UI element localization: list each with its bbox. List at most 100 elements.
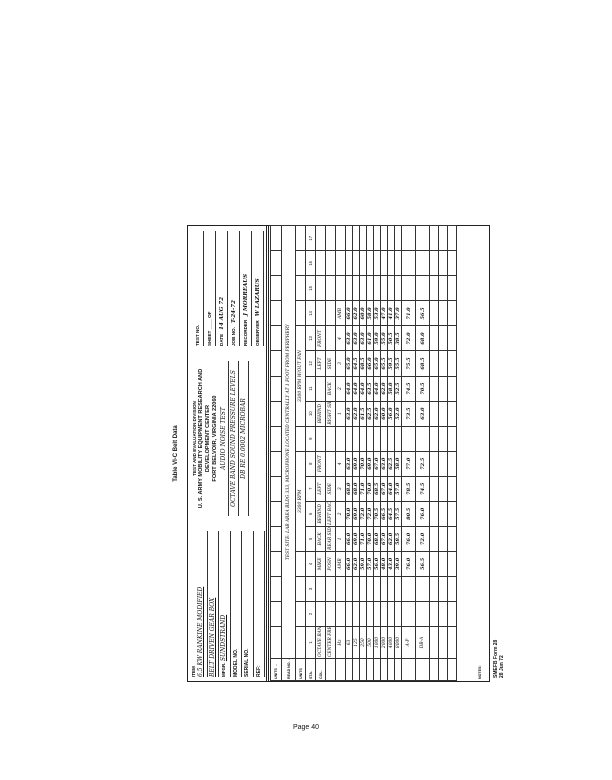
sound-level-value (366, 275, 374, 301)
sound-level-value: 69.0 (352, 451, 360, 477)
column-header: 4 (335, 325, 346, 351)
sound-level-value: 52.0 (394, 401, 402, 427)
sound-level-value: 66.0 (345, 551, 353, 577)
sound-level-value: 53.0 (373, 300, 381, 326)
sound-level-value: 63.0 (345, 401, 353, 427)
sound-level-value (387, 576, 395, 602)
sound-level-value: 64.0 (359, 376, 367, 402)
column-header (325, 275, 336, 301)
table-cell (447, 350, 457, 377)
sound-level-value: 69.0 (366, 451, 374, 477)
sound-level-value (394, 250, 402, 276)
sound-level-value: 62.5 (366, 401, 374, 427)
sound-level-value (373, 225, 381, 251)
sound-level-value: 74.5 (401, 376, 416, 402)
sound-level-value: 68.0 (352, 476, 360, 502)
sound-level-value: 62.0 (380, 376, 388, 402)
sound-level-value: 66.5 (380, 501, 388, 527)
sound-level-value (401, 426, 416, 452)
table-cell (394, 658, 402, 681)
sound-level-value: 56.0 (387, 401, 395, 427)
test-info-field: DATE14 AUG 72 (216, 231, 228, 346)
table-cell (447, 325, 457, 351)
sound-level-value: 65.0 (373, 350, 381, 377)
table-cell (438, 275, 448, 301)
sound-level-value: 62.0 (387, 526, 395, 552)
sound-level-value: 80.5 (401, 501, 416, 527)
test-info-field: SHEET ____ OF (204, 231, 216, 346)
column-header (315, 300, 326, 326)
sound-level-value: 60.0 (380, 401, 388, 427)
table-cell (447, 275, 457, 301)
table-cell (295, 426, 306, 452)
sound-level-value: 56.0 (373, 551, 381, 577)
sound-level-value: 68.0 (345, 476, 353, 502)
sound-level-value: 64.0 (345, 376, 353, 402)
sound-level-value (394, 225, 402, 251)
table-cell (438, 626, 448, 659)
sound-level-value: 39.0 (394, 551, 402, 577)
column-header: Hz (335, 626, 346, 659)
table-cell (447, 551, 457, 577)
sound-level-value: 63.5 (366, 376, 374, 402)
table-cell (447, 626, 457, 659)
blank-row (429, 225, 439, 681)
row-label: UNITS (295, 658, 306, 681)
sound-level-value (373, 275, 381, 301)
data-table: UNITS →READ NO. ↓TEST SITE: LAB AREA BLD… (270, 225, 457, 681)
mfgr-field: MFGR. SUNDSTRAND (219, 531, 231, 677)
column-number: 7 (305, 476, 316, 502)
table-cell (270, 225, 282, 251)
blank-row (438, 225, 448, 681)
table-cell (270, 626, 282, 659)
column-header (315, 601, 326, 627)
sound-level-value (345, 601, 353, 627)
sound-level-value: 71.0 (359, 526, 367, 552)
table-cell (438, 476, 448, 502)
table-cell (447, 250, 457, 276)
field-value: 14 AUG 72 (219, 296, 225, 330)
column-header (335, 250, 346, 276)
group-header: 3300 RPM W/OUT FAN (295, 325, 306, 427)
sound-level-value: 69.0 (352, 526, 360, 552)
sound-level-value: 69.0 (352, 501, 360, 527)
sound-level-value (352, 426, 360, 452)
table-cell (270, 275, 282, 301)
column-number: 16 (305, 250, 316, 276)
sound-level-value: 63.0 (352, 325, 360, 351)
field-label: RECORDER (243, 319, 248, 346)
sound-level-value (394, 601, 402, 627)
sound-level-value: 68.0 (415, 325, 430, 351)
table-cell (366, 658, 374, 681)
sound-level-value: 72.5 (415, 451, 430, 477)
sound-level-value: 64.5 (352, 350, 360, 377)
column-header (335, 601, 346, 627)
column-header: AMB (335, 551, 346, 577)
ref-label: REF: (253, 531, 265, 677)
table-cell (373, 658, 381, 681)
field-label: SHEET ____ OF (207, 311, 212, 346)
table-cell (387, 658, 395, 681)
table-cell (438, 300, 448, 326)
row-label: UNITS → (270, 658, 282, 681)
sound-level-value: 62.0 (352, 401, 360, 427)
table-cell (270, 476, 282, 502)
table-cell (429, 401, 439, 427)
test-info-field: RECORDER J MORREAUS (240, 231, 252, 346)
sound-level-value: 77.0 (401, 451, 416, 477)
column-number: 10 (305, 401, 316, 427)
column-header: CENTER FREQ (325, 626, 336, 659)
frequency-label: 8000 (394, 626, 402, 659)
sound-level-value: 71.0 (359, 476, 367, 502)
table-cell (270, 526, 282, 552)
blank-row (447, 225, 457, 681)
table-cell (438, 225, 448, 251)
frequency-label: 4000 (387, 626, 395, 659)
sound-level-value (394, 426, 402, 452)
sound-level-value: 64.5 (387, 501, 395, 527)
table-cell (438, 426, 448, 452)
row-label: STA. (305, 658, 316, 681)
field-value: J MORREAUS (243, 273, 249, 316)
